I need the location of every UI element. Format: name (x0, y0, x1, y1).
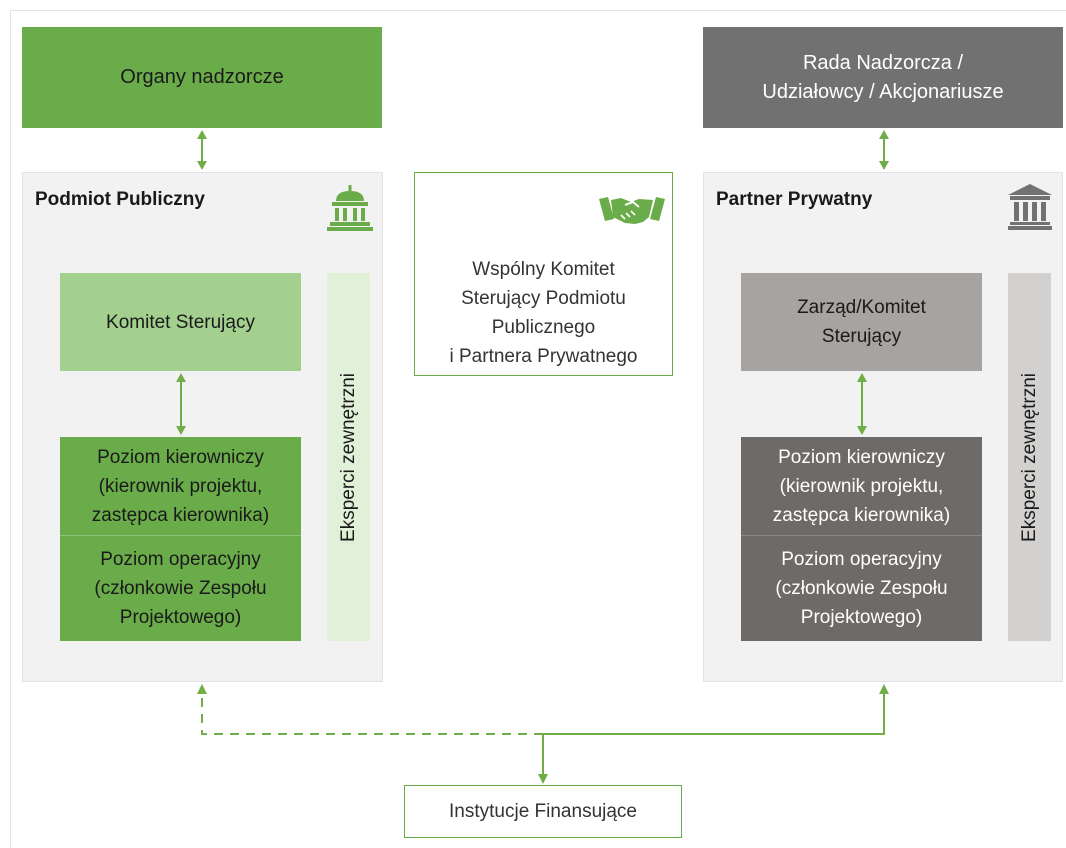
joint-committee-line-4: i Partnera Prywatnego (449, 346, 638, 367)
financing-institutions-box: Instytucje Finansujące (404, 785, 682, 838)
private-management-line-2: (kierownik projektu, (779, 475, 944, 497)
board-box: Rada Nadzorcza / Udziałowcy / Akcjonariu… (703, 27, 1063, 128)
private-management-line-3: zastępca kierownika) (772, 504, 951, 526)
frame-left-line (10, 10, 11, 848)
private-management-level-box: Poziom kierowniczy (kierownik projektu, … (741, 437, 982, 535)
private-external-experts-box: Eksperci zewnętrzni (1008, 273, 1051, 641)
public-management-line-1: Poziom kierowniczy (97, 446, 264, 468)
private-operational-line-3: Projektowego) (800, 607, 923, 628)
financing-public-dashed-arrow (201, 691, 543, 735)
public-levels-divider (60, 535, 301, 536)
private-partner-title: Partner Prywatny (716, 189, 873, 210)
public-steering-committee-label: Komitet Sterujący (106, 311, 255, 333)
board-line-2: Udziałowcy / Akcjonariusze (762, 80, 1004, 103)
public-operational-level-box: Poziom operacyjny (członkowie Zespołu Pr… (60, 536, 301, 641)
public-operational-line-2: (członkowie Zespołu (94, 578, 267, 599)
joint-committee-line-3: Publicznego (491, 317, 596, 338)
private-operational-line-1: Poziom operacyjny (781, 549, 942, 570)
supervisory-bodies-box: Organy nadzorcze (22, 27, 382, 128)
financing-institutions-label: Instytucje Finansujące (449, 800, 637, 822)
joint-committee-line-2: Sterujący Podmiotu (461, 288, 626, 309)
private-steering-committee-box: Zarząd/Komitet Sterujący (741, 273, 982, 371)
public-operational-line-1: Poziom operacyjny (100, 549, 261, 570)
public-steering-committee-box: Komitet Sterujący (60, 273, 301, 371)
joint-committee-text: Wspólny Komitet Sterujący Podmiotu Publi… (415, 255, 672, 371)
frame-top-line (10, 10, 1066, 11)
public-operational-line-3: Projektowego) (119, 607, 242, 628)
financing-private-arrow (543, 691, 885, 735)
private-steering-line-2: Sterujący (821, 326, 902, 347)
public-external-experts-box: Eksperci zewnętrzni (327, 273, 370, 641)
public-entity-title: Podmiot Publiczny (35, 189, 205, 210)
public-management-level-box: Poziom kierowniczy (kierownik projektu, … (60, 437, 301, 535)
supervisory-bodies-label: Organy nadzorcze (120, 66, 284, 88)
joint-committee-box: Wspólny Komitet Sterujący Podmiotu Publi… (414, 172, 673, 376)
private-management-line-1: Poziom kierowniczy (778, 446, 945, 468)
joint-committee-line-1: Wspólny Komitet (472, 259, 615, 280)
public-management-line-3: zastępca kierownika) (91, 504, 270, 526)
handshake-icon (599, 193, 665, 232)
board-line-1: Rada Nadzorcza / (802, 51, 964, 74)
private-steering-line-1: Zarząd/Komitet (797, 297, 926, 318)
public-management-line-2: (kierownik projektu, (98, 475, 263, 497)
private-operational-line-2: (członkowie Zespołu (775, 578, 948, 599)
government-building-icon (327, 185, 373, 236)
private-levels-divider (741, 535, 982, 536)
private-operational-level-box: Poziom operacyjny (członkowie Zespołu Pr… (741, 536, 982, 641)
bank-building-icon (1008, 184, 1052, 235)
